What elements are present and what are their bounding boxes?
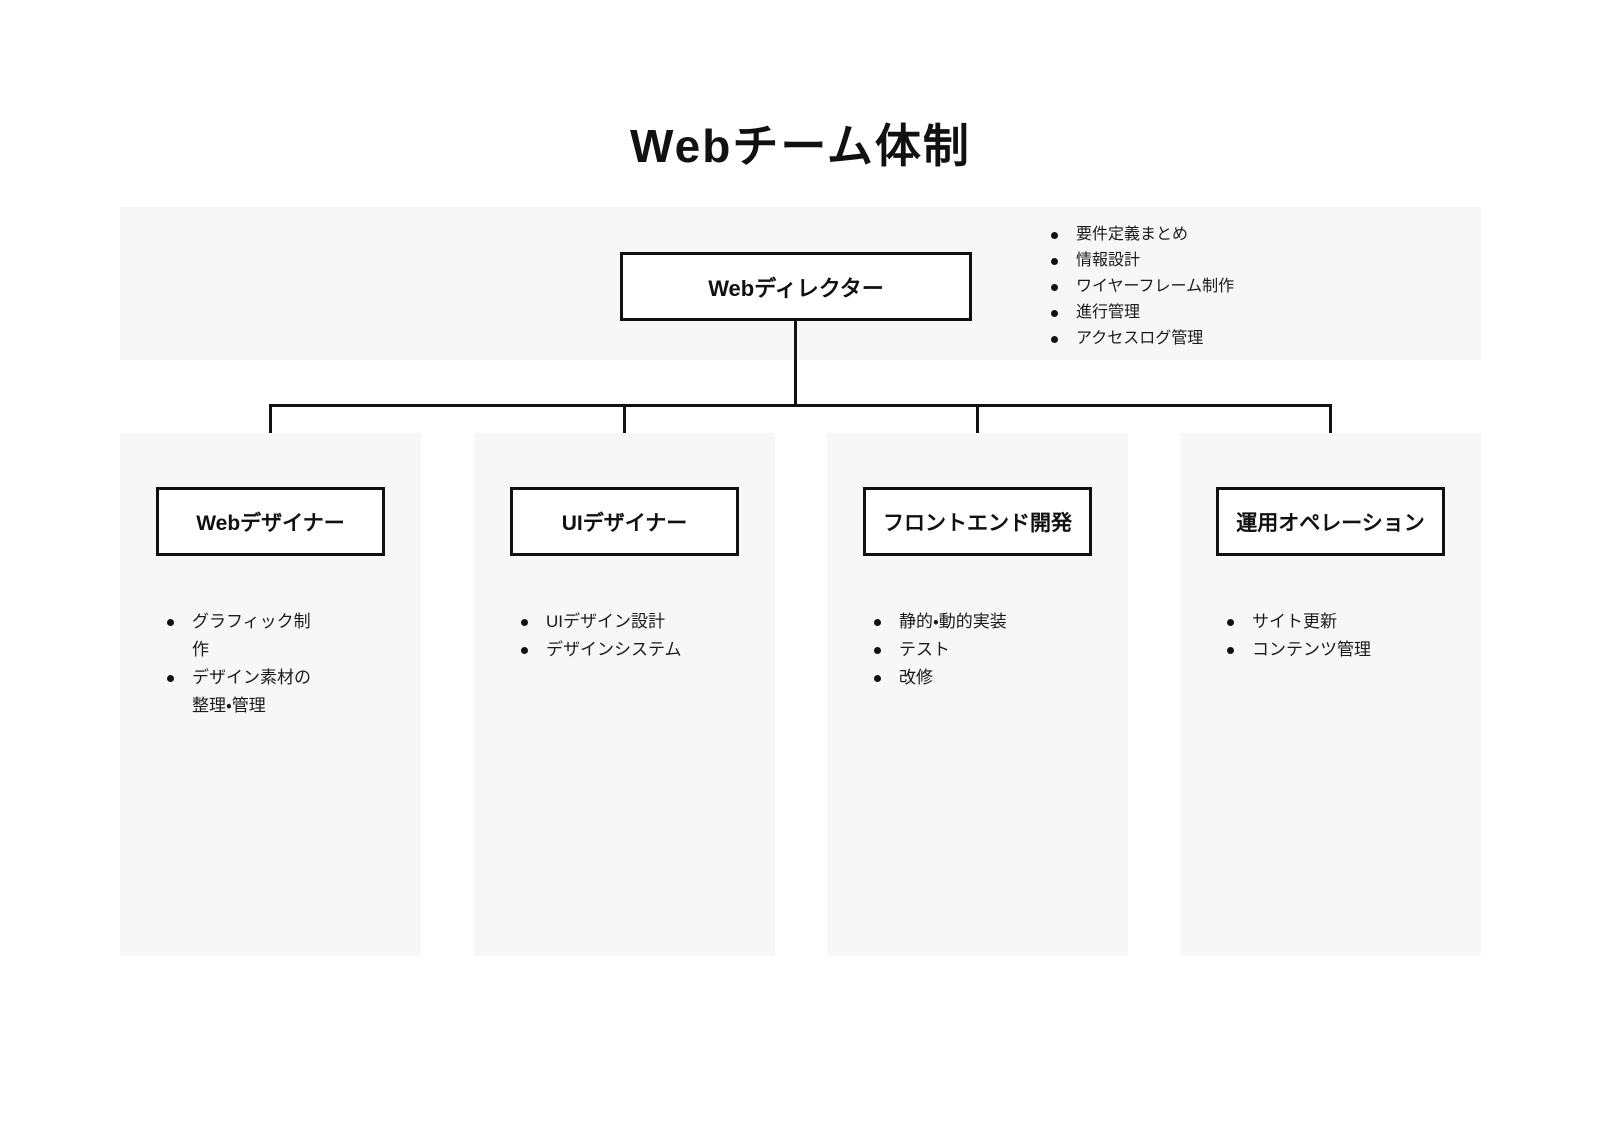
node-operations-label: 運用オペレーション bbox=[1236, 511, 1425, 535]
team-panel-operations: 運用オペレーション サイト更新 コンテンツ管理 bbox=[1180, 433, 1481, 956]
team-panel-ui-designer: UIデザイナー UIデザイン設計 デザインシステム bbox=[474, 433, 775, 956]
node-ui-designer: UIデザイナー bbox=[510, 487, 739, 556]
operations-task-list: サイト更新 コンテンツ管理 bbox=[1225, 608, 1371, 664]
node-frontend: フロントエンド開発 bbox=[863, 487, 1092, 556]
director-task-list: 要件定義まとめ 情報設計 ワイヤーフレーム制作 進行管理 アクセスログ管理 bbox=[1049, 222, 1234, 352]
task-item: デザイン素材の整理・管理 bbox=[165, 664, 313, 720]
task-item: ワイヤーフレーム制作 bbox=[1049, 274, 1234, 300]
task-item: サイト更新 bbox=[1225, 608, 1371, 636]
task-item: アクセスログ管理 bbox=[1049, 326, 1234, 352]
frontend-task-list: 静的・動的実装 テスト 改修 bbox=[872, 608, 1007, 692]
node-web-designer: Webデザイナー bbox=[156, 487, 385, 556]
web-designer-task-list: グラフィック制作 デザイン素材の整理・管理 bbox=[165, 608, 313, 720]
task-item: 情報設計 bbox=[1049, 248, 1234, 274]
node-frontend-label: フロントエンド開発 bbox=[883, 511, 1072, 535]
node-ui-designer-label: UIデザイナー bbox=[561, 511, 688, 535]
connector-root-stub bbox=[794, 321, 797, 404]
task-item: 要件定義まとめ bbox=[1049, 222, 1234, 248]
task-item: グラフィック制作 bbox=[165, 608, 313, 664]
task-item: UIデザイン設計 bbox=[519, 608, 682, 636]
ui-designer-task-list: UIデザイン設計 デザインシステム bbox=[519, 608, 682, 664]
node-web-director-label: Webディレクター bbox=[708, 275, 884, 301]
team-panel-frontend: フロントエンド開発 静的・動的実装 テスト 改修 bbox=[827, 433, 1128, 956]
page-title: Webチーム体制 bbox=[630, 120, 971, 172]
task-item: 進行管理 bbox=[1049, 300, 1234, 326]
node-web-director: Webディレクター bbox=[620, 252, 972, 321]
connector-horizontal bbox=[269, 404, 1331, 407]
team-panel-web-designer: Webデザイナー グラフィック制作 デザイン素材の整理・管理 bbox=[120, 433, 421, 956]
task-item: デザインシステム bbox=[519, 636, 682, 664]
task-item: 静的・動的実装 bbox=[872, 608, 1007, 636]
node-web-designer-label: Webデザイナー bbox=[196, 511, 345, 535]
task-item: コンテンツ管理 bbox=[1225, 636, 1371, 664]
node-operations: 運用オペレーション bbox=[1216, 487, 1445, 556]
task-item: テスト bbox=[872, 636, 1007, 664]
task-item: 改修 bbox=[872, 664, 1007, 692]
